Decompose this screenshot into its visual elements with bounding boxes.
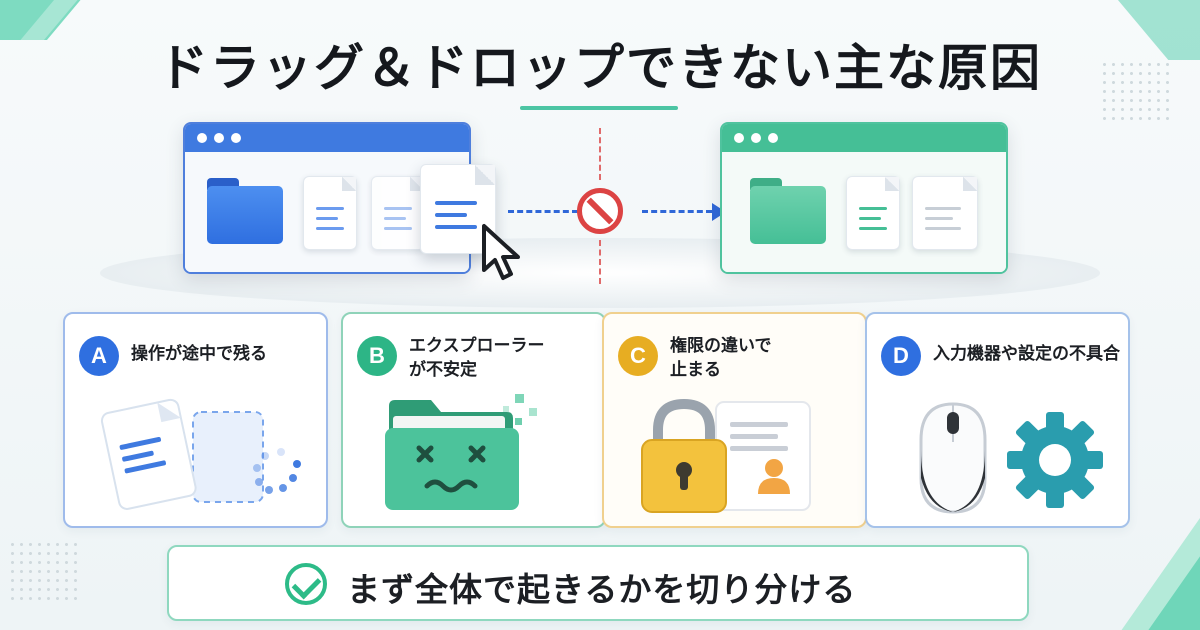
barrier-line-top <box>599 128 601 180</box>
conclusion-box: まず全体で起きるかを切り分ける <box>167 545 1029 621</box>
window-titlebar <box>722 124 1006 152</box>
window-control-dot <box>768 133 778 143</box>
dragged-document-icon <box>420 164 496 254</box>
window-control-dot <box>231 133 241 143</box>
cause-label-d: 入力機器や設定の不具合 <box>933 344 1120 364</box>
window-body <box>722 152 1006 272</box>
window-control-dot <box>734 133 744 143</box>
window-control-dot <box>751 133 761 143</box>
cause-label-c-line2: 止まる <box>670 360 721 380</box>
dot-pattern <box>8 540 78 600</box>
cause-card-c: C 権限の違いで 止まる <box>602 312 867 528</box>
drag-path-right <box>642 210 712 213</box>
page-title: ドラッグ＆ドロップできない主な原因 <box>158 39 1042 97</box>
cause-label-b-line1: エクスプローラー <box>409 336 545 356</box>
document-icon <box>912 176 978 250</box>
broken-folder-icon <box>385 394 537 510</box>
cause-label-b-line2: が不安定 <box>409 360 477 380</box>
window-control-dot <box>197 133 207 143</box>
document-icon <box>303 176 357 250</box>
cause-label-c: 権限の違いで 止まる <box>670 334 772 382</box>
conclusion-text: まず全体で起きるかを切り分ける <box>347 570 857 609</box>
corner-decoration-bottom-right <box>1080 510 1200 630</box>
cause-label-c-line1: 権限の違いで <box>670 336 772 356</box>
badge-a: A <box>79 336 119 376</box>
mouse-gear-icon <box>919 402 1103 514</box>
badge-d: D <box>881 336 921 376</box>
check-circle-icon <box>285 563 327 605</box>
document-moving-loading-icon <box>100 398 301 510</box>
badge-c: C <box>618 336 658 376</box>
title-underline <box>520 106 678 110</box>
cause-card-d: D 入力機器や設定の不具合 <box>865 312 1130 528</box>
drag-path-left <box>508 210 578 213</box>
window-control-dot <box>214 133 224 143</box>
document-icon <box>846 176 900 250</box>
dot-pattern <box>1100 60 1170 120</box>
barrier-line-bottom <box>599 240 601 284</box>
target-window <box>720 122 1008 274</box>
cause-card-a: A 操作が途中で残る <box>63 312 328 528</box>
window-titlebar <box>185 124 469 152</box>
cause-label-a: 操作が途中で残る <box>131 344 267 364</box>
cause-card-b: B エクスプローラー が不安定 <box>341 312 606 528</box>
prohibited-sign-icon <box>577 188 623 234</box>
document-icon <box>371 176 425 250</box>
mouse-pointer-icon <box>482 224 520 280</box>
cause-label-b: エクスプローラー が不安定 <box>409 334 545 382</box>
padlock-user-card-icon <box>641 398 811 513</box>
badge-b: B <box>357 336 397 376</box>
